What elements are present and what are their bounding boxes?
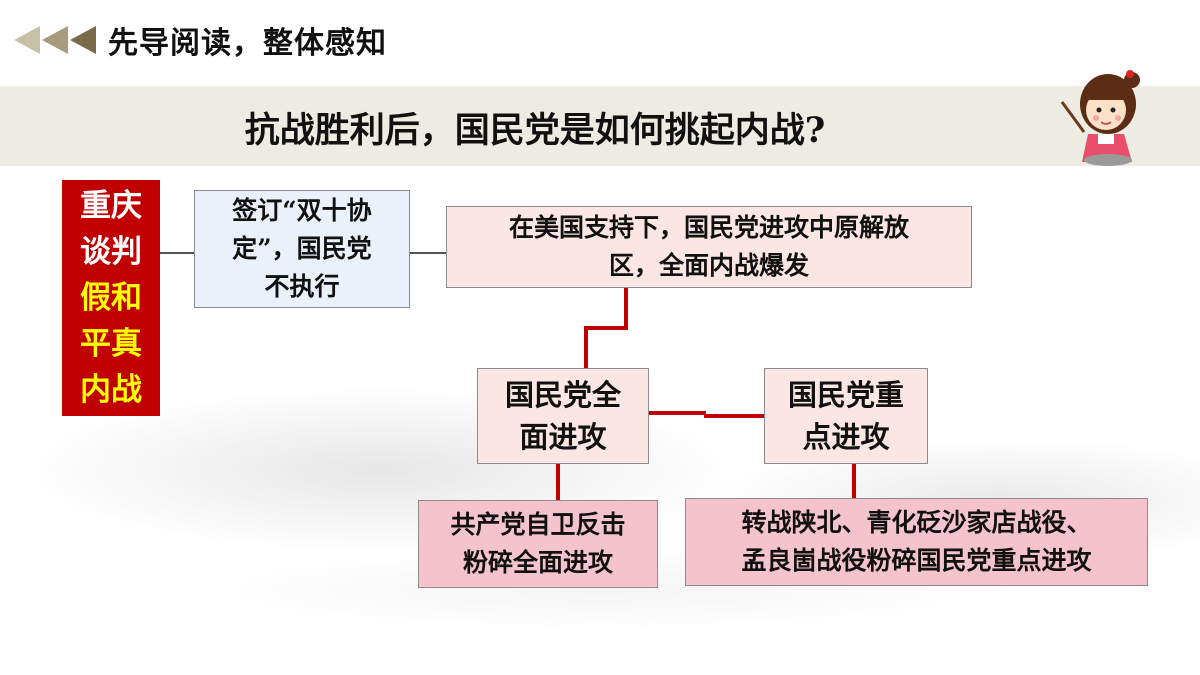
central-plains-attack-box: 在美国支持下，国民党进攻中原解放 区，全面内战爆发 bbox=[446, 206, 972, 288]
box-text: 转战陕北、青化砭沙家店战役、 孟良崮战役粉碎国民党重点进攻 bbox=[741, 508, 1092, 575]
double-tenth-agreement-box: 签订“双十协 定”，国民党 不执行 bbox=[194, 190, 410, 308]
left-box-line: 假和 bbox=[80, 280, 142, 316]
connector-middle bbox=[410, 252, 446, 254]
connector-red bbox=[704, 414, 764, 418]
left-box-line: 内战 bbox=[80, 372, 142, 408]
question-banner bbox=[0, 86, 1200, 166]
connector-red bbox=[584, 326, 628, 330]
connector-red bbox=[852, 464, 856, 498]
left-box-line: 平真 bbox=[80, 326, 142, 362]
connector-red bbox=[624, 288, 628, 328]
header-title: 先导阅读，整体感知 bbox=[108, 26, 387, 61]
box-text: 在美国支持下，国民党进攻中原解放 区，全面内战爆发 bbox=[508, 213, 909, 280]
teacher-girl-icon bbox=[1060, 70, 1140, 166]
connector-red bbox=[556, 464, 560, 500]
box-text: 国民党重 点进攻 bbox=[787, 378, 904, 454]
key-offensive-box: 国民党重 点进攻 bbox=[764, 368, 928, 464]
connector-red bbox=[584, 326, 588, 370]
box-text: 国民党全 面进攻 bbox=[504, 378, 621, 454]
left-box-line: 谈判 bbox=[80, 234, 142, 270]
question-text: 抗战胜利后，国民党是如何挑起内战? bbox=[244, 110, 826, 151]
box-text: 共产党自卫反击 粉碎全面进攻 bbox=[450, 510, 626, 577]
full-offensive-box: 国民党全 面进攻 bbox=[477, 368, 649, 464]
connector-left bbox=[160, 252, 194, 254]
connector-red bbox=[649, 411, 706, 415]
left-box-line: 重庆 bbox=[80, 188, 142, 224]
box-text: 签订“双十协 定”，国民党 不执行 bbox=[232, 196, 372, 301]
triple-arrow-left-icon bbox=[14, 26, 96, 54]
self-defense-box: 共产党自卫反击 粉碎全面进攻 bbox=[418, 500, 658, 588]
northern-shaanxi-box: 转战陕北、青化砭沙家店战役、 孟良崮战役粉碎国民党重点进攻 bbox=[685, 498, 1148, 586]
chongqing-negotiation-box: 重庆 谈判 假和 平真 内战 bbox=[62, 180, 160, 416]
